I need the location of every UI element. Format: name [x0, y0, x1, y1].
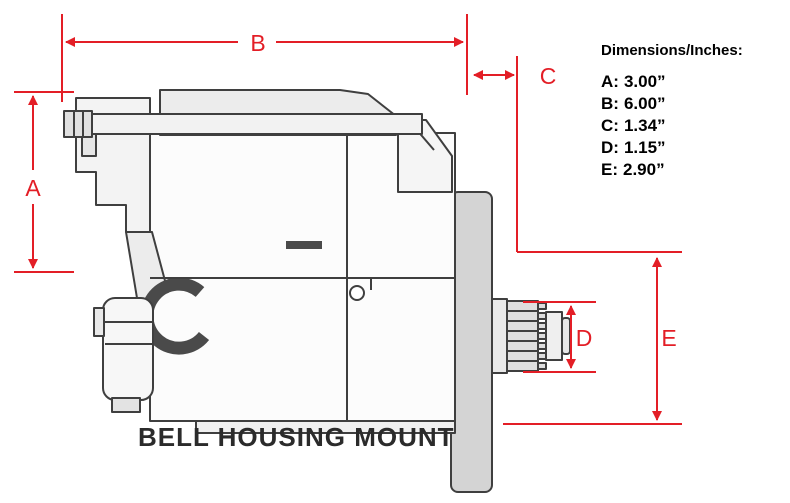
legend-entry: D:1.15” [601, 137, 743, 159]
legend-entry-value: 2.90” [623, 160, 665, 179]
through-bolt-rail [89, 113, 423, 135]
shaft-end-cap [561, 317, 571, 355]
dimension-c [473, 56, 518, 252]
body-bottom-strip [195, 420, 456, 434]
legend: Dimensions/Inches: A:3.00” B:6.00” C:1.3… [601, 42, 743, 181]
legend-entry: C:1.34” [601, 115, 743, 137]
dimension-e [503, 251, 682, 425]
dimension-lines [14, 14, 682, 425]
legend-entry-label: A: [601, 72, 619, 91]
dimension-b [61, 14, 468, 102]
legend-entry-value: 1.34” [623, 116, 666, 135]
shaft-boss [491, 298, 508, 374]
legend-entry: B:6.00” [601, 93, 743, 115]
vent-slot [286, 241, 322, 249]
dimension-a [14, 91, 74, 273]
drive-housing-cylinder [102, 297, 154, 401]
legend-heading: Dimensions/Inches: [601, 42, 743, 59]
legend-entry-value: 3.00” [623, 72, 666, 91]
legend-entry-label: C: [601, 116, 619, 135]
dim-d-label: D [576, 325, 593, 351]
dimension-d [523, 301, 596, 373]
dim-b-label: B [250, 30, 265, 56]
dim-a-label: A [25, 175, 41, 201]
dim-e-label: E [661, 325, 676, 351]
legend-entry-value: 6.00” [623, 94, 666, 113]
shaft-nose [545, 311, 563, 361]
mounting-flange-plate [450, 191, 493, 493]
starter-motor-art [63, 89, 571, 493]
cylinder-foot [111, 397, 141, 413]
legend-entry: A:3.00” [601, 71, 743, 93]
bolt-head [63, 110, 93, 138]
drawing-title: BELL HOUSING MOUNT [138, 422, 455, 452]
legend-entry-label: B: [601, 94, 619, 113]
inspection-hole [349, 285, 365, 301]
pinion-gear [506, 300, 539, 372]
cylinder-tab [93, 307, 105, 337]
legend-entry-value: 1.15” [623, 138, 666, 157]
dim-c-label: C [540, 63, 557, 89]
legend-entry-label: D: [601, 138, 619, 157]
legend-entry: E: 2.90” [601, 159, 743, 181]
legend-entry-label: E: [601, 160, 618, 179]
